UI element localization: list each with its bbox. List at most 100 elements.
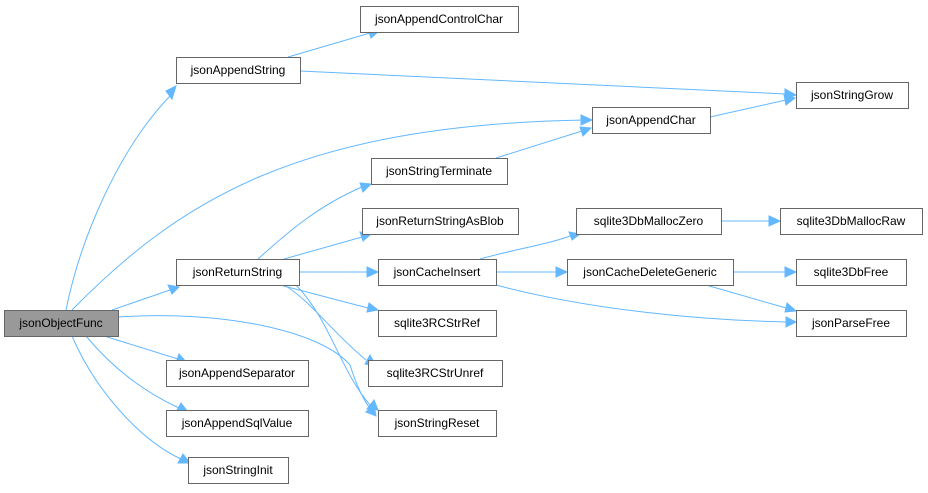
- edge-jsonReturnString-to-jsonReturnStringAsBlob: [283, 231, 373, 260]
- node-label: sqlite3RCStrUnref: [387, 366, 484, 380]
- node-box: [360, 6, 519, 33]
- node-label: sqlite3DbMallocRaw: [797, 214, 906, 228]
- node-jsonCacheDeleteGeneric[interactable]: jsonCacheDeleteGeneric: [567, 259, 734, 286]
- node-jsonAppendSqlValue[interactable]: jsonAppendSqlValue: [166, 410, 309, 437]
- node-label: jsonAppendString: [190, 63, 286, 77]
- node-jsonParseFree[interactable]: jsonParseFree: [796, 310, 907, 337]
- node-jsonAppendChar[interactable]: jsonAppendChar: [592, 107, 711, 134]
- edge-line: [279, 284, 369, 309]
- node-jsonAppendString[interactable]: jsonAppendString: [176, 57, 301, 84]
- edge-jsonObjectFunc-to-jsonStringInit: [71, 335, 192, 464]
- node-jsonReturnStringAsBlob[interactable]: jsonReturnStringAsBlob: [362, 208, 519, 235]
- node-sqlite3DbFree[interactable]: sqlite3DbFree: [796, 259, 907, 286]
- node-jsonStringGrow[interactable]: jsonStringGrow: [796, 82, 909, 109]
- node-box: [176, 57, 301, 84]
- node-box: [371, 158, 508, 185]
- edge-line: [71, 335, 182, 460]
- edge-line: [705, 284, 787, 309]
- arrowhead-icon: [167, 284, 181, 295]
- node-label: jsonStringReset: [394, 416, 480, 430]
- edge-line: [295, 284, 371, 406]
- node-box: [378, 410, 497, 437]
- edge-line: [495, 130, 583, 159]
- node-jsonCacheInsert[interactable]: jsonCacheInsert: [378, 259, 497, 286]
- node-jsonObjectFunc[interactable]: jsonObjectFunc: [4, 310, 119, 337]
- node-jsonStringTerminate[interactable]: jsonStringTerminate: [371, 158, 508, 185]
- node-label: jsonStringInit: [202, 463, 273, 477]
- node-label: sqlite3DbFree: [814, 265, 889, 279]
- edge-jsonReturnString-to-sqlite3RCStrRef: [279, 284, 380, 313]
- edge-line: [283, 284, 367, 361]
- edge-jsonReturnString-to-jsonStringTerminate: [257, 182, 373, 260]
- edge-jsonObjectFunc-to-jsonAppendChar: [71, 114, 594, 311]
- node-box: [796, 310, 907, 337]
- node-label: jsonAppendControlChar: [374, 12, 503, 26]
- node-box: [567, 259, 734, 286]
- node-jsonAppendSeparator[interactable]: jsonAppendSeparator: [166, 360, 309, 387]
- arrowhead-icon: [783, 94, 797, 106]
- call-graph-nodes: jsonObjectFunc jsonAppendString jsonAppend…: [4, 6, 923, 484]
- arrowhead-icon: [785, 316, 798, 328]
- node-sqlite3DbMallocRaw[interactable]: sqlite3DbMallocRaw: [780, 208, 923, 235]
- node-jsonStringReset[interactable]: jsonStringReset: [378, 410, 497, 437]
- node-jsonReturnString[interactable]: jsonReturnString: [176, 259, 300, 286]
- edge-sqlite3DbMallocZero-to-sqlite3DbMallocRaw: [721, 215, 782, 227]
- node-box: [796, 82, 909, 109]
- node-jsonAppendControlChar[interactable]: jsonAppendControlChar: [360, 6, 519, 33]
- arrowhead-icon: [784, 302, 798, 313]
- edge-line: [71, 119, 586, 311]
- edge-line: [287, 32, 371, 58]
- node-box: [780, 208, 923, 235]
- node-box: [188, 457, 289, 484]
- arrowhead-icon: [784, 266, 798, 278]
- edge-jsonCacheInsert-to-jsonCacheDeleteGeneric: [496, 266, 569, 278]
- node-box: [176, 259, 300, 286]
- edge-jsonObjectFunc-to-jsonReturnString: [111, 284, 181, 311]
- node-box: [362, 208, 519, 235]
- node-label: sqlite3RCStrRef: [394, 316, 481, 330]
- edge-jsonReturnString-to-sqlite3RCStrUnref: [283, 284, 377, 367]
- edge-jsonCacheInsert-to-sqlite3DbMallocZero: [479, 231, 582, 260]
- edge-line: [257, 186, 363, 260]
- node-jsonStringInit[interactable]: jsonStringInit: [188, 457, 289, 484]
- edge-jsonReturnString-to-jsonStringReset: [295, 284, 379, 411]
- node-label: jsonAppendSqlValue: [181, 416, 293, 430]
- edge-line: [299, 70, 787, 95]
- node-label: sqlite3DbMallocZero: [594, 214, 704, 228]
- edge-jsonReturnString-to-jsonCacheInsert: [299, 266, 380, 278]
- node-box: [378, 310, 497, 337]
- arrowhead-icon: [366, 266, 380, 278]
- call-graph-edges: [65, 28, 798, 464]
- edge-line: [111, 289, 171, 311]
- edge-line: [479, 235, 571, 260]
- node-box: [796, 259, 907, 286]
- arrowhead-icon: [366, 302, 380, 313]
- edge-line: [65, 95, 171, 311]
- node-sqlite3RCStrRef[interactable]: sqlite3RCStrRef: [378, 310, 497, 337]
- edge-line: [495, 284, 787, 323]
- node-sqlite3RCStrUnref[interactable]: sqlite3RCStrUnref: [368, 360, 503, 387]
- node-label: jsonReturnString: [192, 265, 282, 279]
- arrowhead-icon: [580, 114, 594, 126]
- arrowhead-icon: [177, 453, 192, 464]
- node-box: [592, 107, 711, 134]
- edge-jsonObjectFunc-to-jsonAppendString: [65, 85, 177, 311]
- arrowhead-icon: [768, 215, 782, 227]
- edge-line: [103, 335, 179, 360]
- node-label: jsonStringGrow: [810, 88, 893, 102]
- edge-line: [283, 236, 363, 260]
- arrowhead-icon: [366, 399, 379, 411]
- node-label: jsonCacheDeleteGeneric: [582, 265, 716, 279]
- edge-jsonAppendString-to-jsonAppendControlChar: [287, 28, 381, 58]
- node-label: jsonCacheInsert: [393, 265, 481, 279]
- node-label: jsonObjectFunc: [18, 316, 102, 330]
- edge-jsonObjectFunc-to-jsonAppendSeparator: [103, 335, 189, 364]
- node-box: [4, 310, 119, 337]
- edge-line: [709, 99, 787, 118]
- node-sqlite3DbMallocZero[interactable]: sqlite3DbMallocZero: [576, 208, 722, 235]
- edge-jsonCacheDeleteGeneric-to-sqlite3DbFree: [733, 266, 798, 278]
- arrowhead-icon: [555, 266, 569, 278]
- node-label: jsonReturnStringAsBlob: [375, 214, 504, 228]
- edge-line: [85, 335, 180, 409]
